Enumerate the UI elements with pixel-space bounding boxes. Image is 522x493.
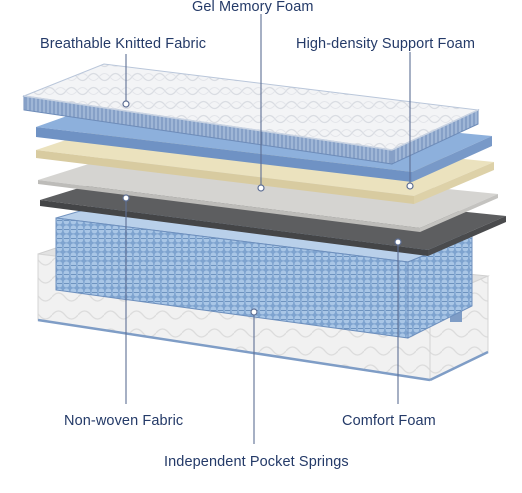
non-woven-fabric-layer xyxy=(38,156,498,232)
dot-support-foam xyxy=(406,182,414,190)
label-non-woven-fabric: Non-woven Fabric xyxy=(64,413,184,429)
leader-dots xyxy=(122,100,414,316)
label-high-density-support-foam: High-density Support Foam xyxy=(296,36,475,52)
label-gel-memory-foam: Gel Memory Foam xyxy=(192,0,314,15)
dot-gel-memory-foam xyxy=(257,184,265,192)
dot-knitted-fabric xyxy=(122,100,130,108)
leader-lines xyxy=(125,14,411,444)
label-independent-pocket-springs: Independent Pocket Springs xyxy=(164,454,349,470)
dot-non-woven xyxy=(122,194,130,202)
label-comfort-foam: Comfort Foam xyxy=(342,413,436,429)
dot-pocket-springs xyxy=(250,308,258,316)
label-breathable-knitted-fabric: Breathable Knitted Fabric xyxy=(40,36,207,52)
dot-comfort-foam xyxy=(394,238,402,246)
knitted-fabric-cover xyxy=(22,63,480,165)
